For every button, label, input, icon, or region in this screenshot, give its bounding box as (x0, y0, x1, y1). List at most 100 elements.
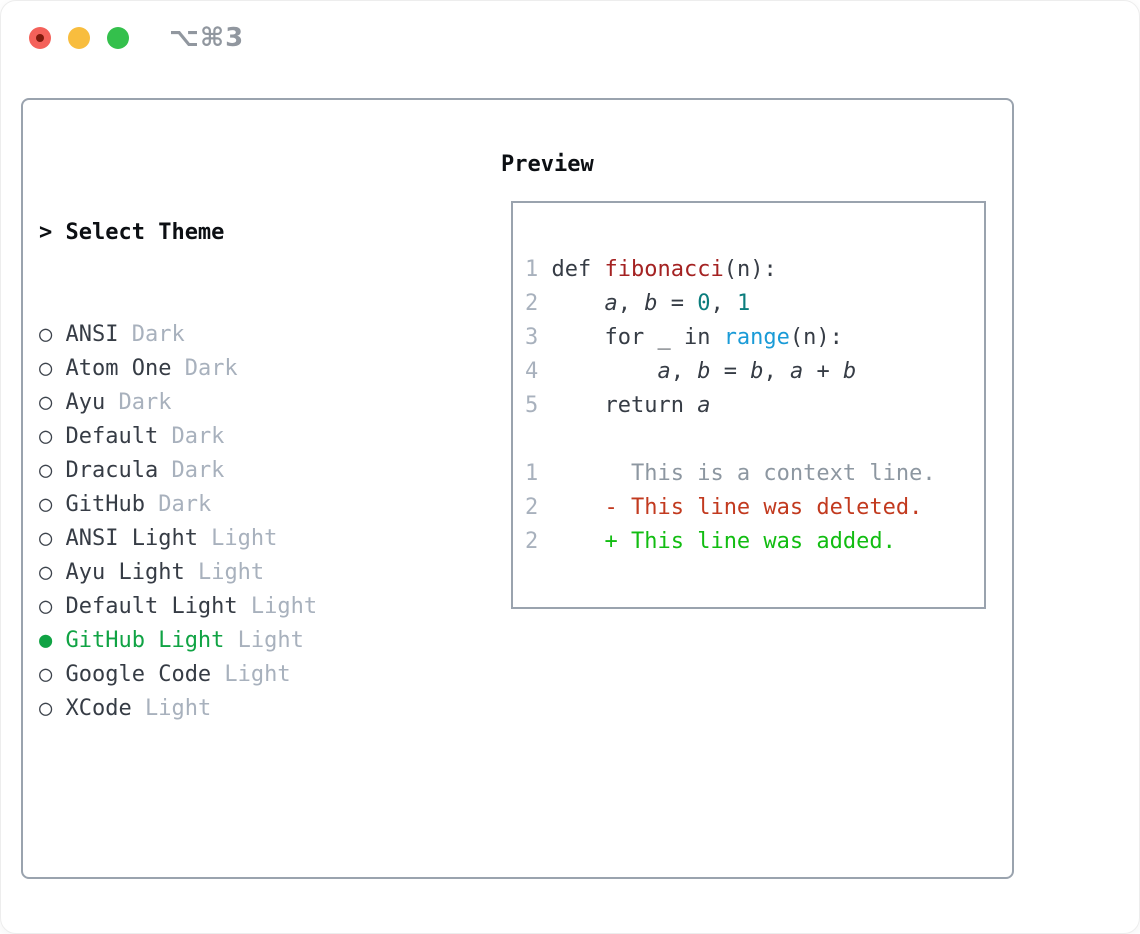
line-number: 3 (525, 325, 539, 350)
code-segment: , (763, 359, 790, 384)
code-segment (538, 495, 604, 520)
code-segment: 1 (736, 291, 751, 316)
code-line: 4 a, b = b, a + b (525, 355, 984, 389)
code-segment: a (604, 291, 618, 316)
line-number: 2 (525, 495, 539, 520)
focus-cursor-icon: > (39, 220, 53, 245)
close-button-icon[interactable] (29, 27, 51, 49)
theme-option-dracula[interactable]: ○ Dracula Dark (39, 454, 410, 488)
code-segment: a (697, 393, 711, 418)
theme-variant-tag: Light (184, 560, 265, 585)
radio-unselected-icon: ○ (39, 526, 66, 551)
code-segment: = (710, 359, 751, 384)
radio-unselected-icon: ○ (39, 662, 66, 687)
maximize-button-icon[interactable] (107, 27, 129, 49)
theme-option-label: Default Light (65, 594, 238, 619)
code-segment: for _ in (538, 325, 724, 350)
theme-option-label: ANSI Light (65, 526, 198, 551)
radio-unselected-icon: ○ (39, 696, 66, 721)
radio-unselected-icon: ○ (39, 560, 66, 585)
code-segment: = (657, 291, 698, 316)
window-title: ⌥⌘3 (169, 23, 245, 53)
theme-option-xcode[interactable]: ○ XCode Light (39, 692, 410, 726)
line-number: 1 (525, 461, 539, 486)
theme-variant-tag: Dark (158, 424, 225, 449)
theme-option-ansi-light[interactable]: ○ ANSI Light Light (39, 522, 410, 556)
theme-option-github-light[interactable]: ● GitHub Light Light (39, 624, 410, 658)
code-segment: b (750, 359, 764, 384)
code-segment: fibonacci (604, 257, 724, 282)
theme-option-label: ANSI (65, 322, 119, 347)
theme-variant-tag: Light (237, 594, 318, 619)
code-segment (538, 461, 631, 486)
theme-option-default-light[interactable]: ○ Default Light Light (39, 590, 410, 624)
code-line: 3 for _ in range(n): (525, 321, 984, 355)
preview-header: Preview (501, 152, 594, 177)
code-line (525, 423, 984, 457)
theme-option-ansi[interactable]: ○ ANSI Dark (39, 318, 410, 352)
theme-option-atom-one[interactable]: ○ Atom One Dark (39, 352, 410, 386)
theme-option-github[interactable]: ○ GitHub Dark (39, 488, 410, 522)
theme-option-label: Ayu Light (65, 560, 185, 585)
theme-option-label: Ayu (65, 390, 106, 415)
code-segment (538, 529, 604, 554)
code-segment: return (538, 393, 698, 418)
theme-dialog-panel: >Select Theme ○ ANSI Dark○ Atom One Dark… (21, 98, 1014, 879)
radio-unselected-icon: ○ (39, 424, 66, 449)
code-segment: , (670, 359, 698, 384)
theme-picker: >Select Theme ○ ANSI Dark○ Atom One Dark… (39, 148, 410, 933)
theme-variant-tag: Dark (144, 492, 212, 517)
code-segment: , (617, 291, 645, 316)
code-segment: b (644, 291, 658, 316)
code-segment: This is a context line. (630, 461, 936, 486)
code-line: 1 def fibonacci(n): (525, 253, 984, 287)
theme-option-label: Default (65, 424, 159, 449)
code-segment: def (538, 257, 605, 282)
code-line: 1 This is a context line. (525, 457, 984, 491)
line-number: 1 (525, 257, 539, 282)
code-segment (538, 359, 657, 384)
theme-variant-tag: Light (211, 662, 291, 687)
code-segment: (n): (723, 257, 777, 282)
code-segment: + (803, 359, 843, 384)
radio-unselected-icon: ○ (39, 594, 66, 619)
radio-unselected-icon: ○ (39, 492, 66, 517)
code-line: 2 + This line was added. (525, 525, 984, 559)
theme-option-default[interactable]: ○ Default Dark (39, 420, 410, 454)
theme-variant-tag: Dark (158, 458, 225, 483)
theme-variant-tag: Light (131, 696, 212, 721)
code-line: 2 - This line was deleted. (525, 491, 984, 525)
minimize-button-icon[interactable] (68, 27, 90, 49)
code-segment: a (657, 359, 671, 384)
theme-option-ayu-light[interactable]: ○ Ayu Light Light (39, 556, 410, 590)
theme-option-label: Atom One (65, 356, 172, 381)
theme-list: ○ ANSI Dark○ Atom One Dark○ Ayu Dark○ De… (39, 318, 410, 726)
line-number: 2 (525, 291, 539, 316)
apply-to-section: Apply To ● User Settings○ Workspace Sett… (39, 862, 410, 933)
radio-unselected-icon: ○ (39, 322, 66, 347)
radio-unselected-icon: ○ (39, 356, 66, 381)
code-segment: , (710, 291, 737, 316)
theme-option-google-code[interactable]: ○ Google Code Light (39, 658, 410, 692)
theme-option-ayu[interactable]: ○ Ayu Dark (39, 386, 410, 420)
code-segment: - This line was deleted. (604, 495, 923, 520)
code-segment: a (789, 359, 804, 384)
theme-option-label: XCode (65, 696, 132, 721)
radio-selected-icon: ● (39, 628, 66, 653)
line-number: 5 (525, 393, 539, 418)
code-segment: + This line was added. (604, 529, 896, 554)
theme-variant-tag: Dark (105, 390, 172, 415)
code-segment: range (723, 325, 790, 350)
theme-variant-tag: Light (197, 526, 278, 551)
theme-variant-tag: Dark (118, 322, 185, 347)
radio-unselected-icon: ○ (39, 390, 66, 415)
theme-variant-tag: Dark (171, 356, 238, 381)
code-line: 2 a, b = 0, 1 (525, 287, 984, 321)
code-segment: b (842, 359, 857, 384)
line-number: 2 (525, 529, 539, 554)
code-line: 5 return a (525, 389, 984, 423)
title-bar: ⌥⌘3 (1, 1, 1139, 75)
